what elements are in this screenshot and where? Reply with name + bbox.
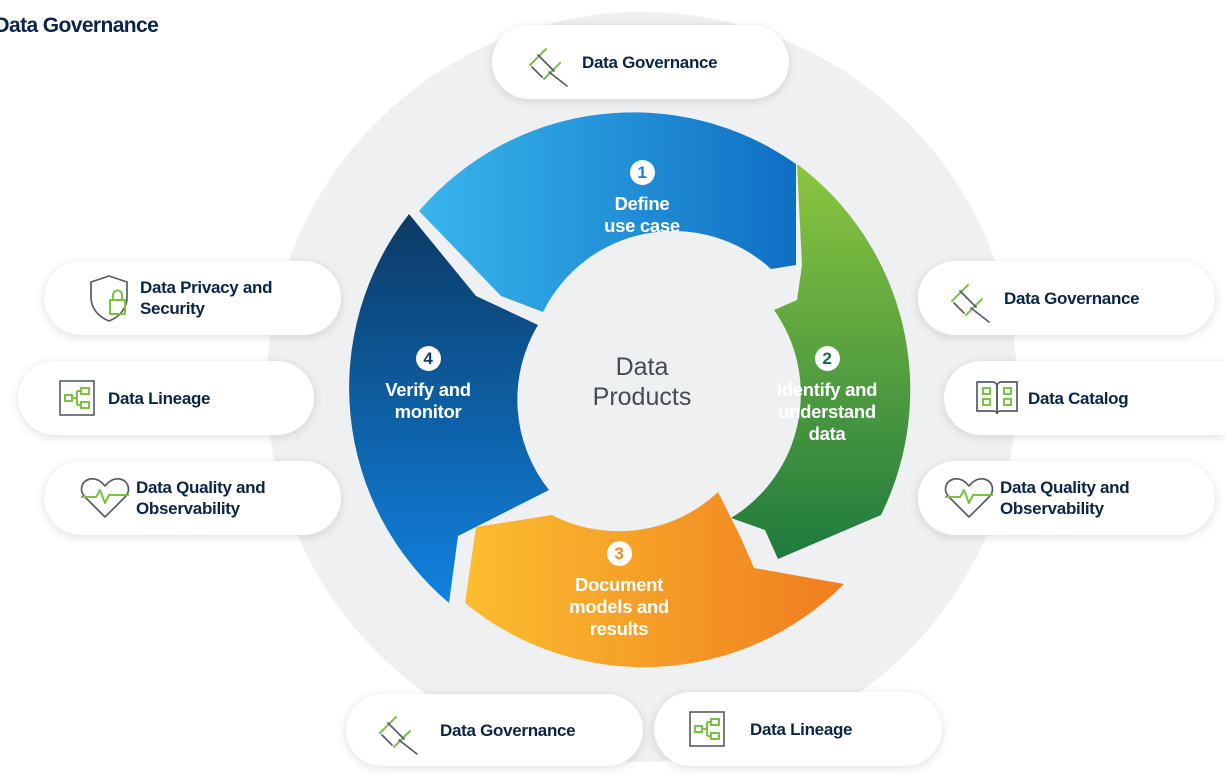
- page-title: prise Data Governance: [0, 14, 159, 37]
- capability-label-line1: Data Quality and: [136, 478, 266, 497]
- capability-top-data-governance: Data Governance: [492, 25, 789, 99]
- step-2-number: 2: [814, 346, 840, 371]
- capability-label: Data Governance: [440, 720, 576, 740]
- capability-left-data-lineage: Data Lineage: [18, 361, 314, 435]
- capability-label-line1: Data Privacy and: [140, 278, 273, 297]
- step-1-label: 1 Define use case: [572, 160, 712, 237]
- step-3-number: 3: [606, 541, 632, 566]
- capability-right-data-catalog: Data Catalog: [944, 361, 1225, 435]
- capability-left-data-privacy-security: Data Privacy and Security: [44, 261, 341, 335]
- lineage-icon: [676, 709, 738, 749]
- capability-label: Data Governance: [582, 52, 718, 72]
- center-hub: [545, 285, 739, 479]
- capability-right-data-quality: Data Quality and Observability: [918, 461, 1215, 535]
- heart-pulse-icon: [74, 475, 136, 521]
- capability-label-line2: Observability: [136, 499, 240, 518]
- step-2-label: 2 Identify and understand data: [757, 346, 897, 445]
- capability-left-data-quality: Data Quality and Observability: [44, 461, 341, 535]
- lineage-icon: [46, 378, 108, 418]
- capability-bottom-data-lineage: Data Lineage: [654, 692, 942, 766]
- heart-pulse-icon: [938, 475, 1000, 521]
- segment-document-models: [465, 492, 844, 668]
- capability-label: Data Lineage: [750, 719, 853, 739]
- step-1-number: 1: [629, 160, 655, 185]
- segment-verify-monitor: [349, 214, 549, 603]
- capability-label: Data Catalog: [1028, 388, 1129, 408]
- gavel-icon: [366, 703, 432, 757]
- shield-lock-icon: [78, 273, 140, 323]
- capability-label-line1: Data Quality and: [1000, 478, 1130, 497]
- capability-right-data-governance: Data Governance: [918, 261, 1215, 335]
- step-4-label: 4 Verify and monitor: [358, 346, 498, 423]
- segment-define-use-case: [419, 112, 796, 312]
- capability-label: Data Governance: [1004, 288, 1140, 308]
- capability-label-line2: Observability: [1000, 499, 1104, 518]
- gavel-icon: [516, 35, 582, 89]
- capability-bottom-data-governance: Data Governance: [346, 694, 643, 766]
- step-3-label: 3 Document models and results: [549, 541, 689, 640]
- step-4-number: 4: [415, 346, 441, 371]
- gavel-icon: [938, 271, 1004, 325]
- capability-label: Data Lineage: [108, 388, 211, 408]
- capability-label-line2: Security: [140, 299, 205, 318]
- book-icon: [966, 378, 1028, 418]
